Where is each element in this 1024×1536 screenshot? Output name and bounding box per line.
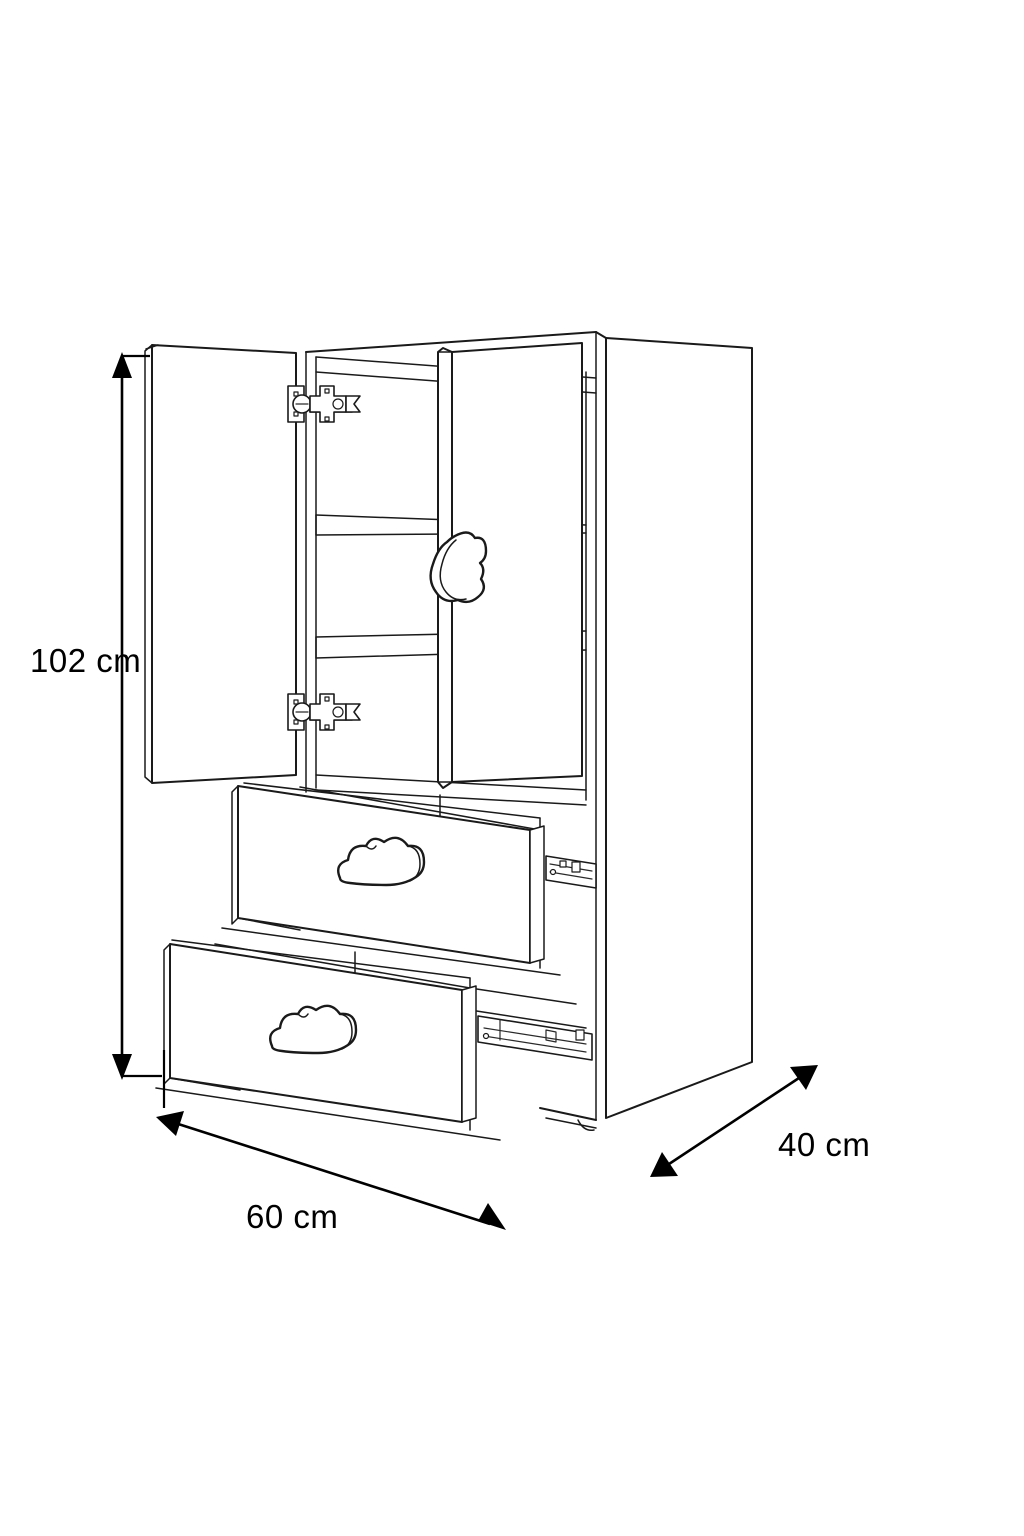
height-dimension-label: 102 cm <box>30 642 141 679</box>
width-dimension-label: 60 cm <box>246 1198 338 1235</box>
right-door-face[interactable] <box>451 342 583 783</box>
lower-hinge <box>287 693 361 731</box>
upper-hinge-base-hole-b <box>324 416 330 422</box>
upper-hinge <box>287 385 361 423</box>
upper-drawer[interactable] <box>221 782 597 976</box>
upper-hinge-plate-hole-a <box>293 391 299 397</box>
height-arrow-top <box>112 352 132 378</box>
depth-arrow-upper-right <box>790 1065 818 1090</box>
upper-drawer-slide <box>545 855 597 889</box>
cabinet-carcass <box>305 331 753 1132</box>
cloud-handle-icon[interactable] <box>337 836 426 887</box>
upper-drawer-bottom-line <box>237 917 301 931</box>
upper-slide-outer-rail <box>545 855 597 889</box>
cabinet-top-back-edge <box>595 331 607 339</box>
upper-drawer-box-back-top <box>243 782 541 819</box>
upper-drawer-base-shadow <box>221 927 561 976</box>
lower-slide-inner-line <box>483 1027 587 1045</box>
width-dimension-line <box>171 1120 491 1226</box>
cabinet-top-edge <box>305 331 597 353</box>
lower-slide-inner-line-2 <box>483 1035 587 1053</box>
lower-drawer-cloud-handle[interactable] <box>269 1004 358 1055</box>
cloud-handle-notch <box>365 845 377 850</box>
depth-dimension-line <box>665 1074 803 1168</box>
lower-hinge-plate-hole-a <box>293 699 299 705</box>
cloud-handle-icon[interactable] <box>429 531 488 604</box>
lower-slide-mount-hole <box>482 1032 490 1040</box>
upper-slide-inner-line-2 <box>549 871 593 880</box>
lower-drawer-box-back-top <box>171 939 471 979</box>
lower-hinge-tail <box>345 703 361 721</box>
cloud-handle-depth-line <box>439 539 467 601</box>
cloud-handle-depth-edge <box>407 845 421 882</box>
right-door-cloud-handle[interactable] <box>429 531 488 604</box>
depth-arrow-lower-left <box>650 1152 678 1177</box>
lower-drawer-box-top-rear <box>469 987 577 1005</box>
upper-slide-tab <box>559 860 567 868</box>
upper-hinge-tail <box>345 395 361 413</box>
upper-hinge-base-hole-a <box>324 388 330 394</box>
lower-hinge-base-hole-a <box>324 696 330 702</box>
upper-slide-inner-line <box>549 863 593 872</box>
upper-slide-detent <box>571 861 581 873</box>
left-door-top-nub <box>145 344 159 350</box>
upper-hinge-base-plate <box>309 385 347 423</box>
lower-drawer-bottom-line <box>169 1077 241 1091</box>
cloud-handle-notch <box>297 1013 309 1018</box>
height-arrow-bottom <box>112 1054 132 1080</box>
lower-slide-stop-tab <box>545 1029 557 1043</box>
lower-drawer-front-edge <box>461 985 477 1123</box>
right-side-panel <box>605 337 753 1119</box>
upper-drawer-front-left-bevel <box>231 785 239 925</box>
lower-drawer-slide <box>477 1015 593 1061</box>
depth-dimension-label: 40 cm <box>778 1126 870 1163</box>
lower-drawer-box-rear-edge <box>469 1009 587 1029</box>
left-door-panel[interactable] <box>151 344 297 784</box>
width-arrow-right <box>478 1203 506 1230</box>
upper-drawer-front-edge <box>529 825 545 964</box>
lower-slide-bracket <box>575 1029 585 1041</box>
upper-slide-mount-hole <box>549 868 557 876</box>
upper-drawer-cloud-handle[interactable] <box>337 836 426 887</box>
cabinet-base-front <box>539 1107 597 1121</box>
drawer-compartment-divider-2 <box>315 789 587 806</box>
dimension-depth: 40 cm <box>650 1065 870 1177</box>
lower-drawer-box-back-inner <box>214 943 471 989</box>
lower-hinge-base-hole-b <box>324 724 330 730</box>
lower-drawer-base-shadow <box>155 1087 501 1141</box>
cloud-handle-icon[interactable] <box>269 1004 358 1055</box>
left-door-thickness-edge <box>144 344 153 784</box>
upper-hinge-plate-hole-b <box>293 411 299 417</box>
lower-drawer-front-left-bevel <box>163 943 171 1085</box>
upper-hinge-adjust-screw <box>332 398 344 410</box>
cabinet-base-underline <box>545 1117 597 1129</box>
left-door[interactable] <box>144 344 297 784</box>
lower-hinge-plate-hole-b <box>293 719 299 725</box>
lower-hinge-base-plate <box>309 693 347 731</box>
dimension-height: 102 cm <box>30 352 162 1080</box>
width-arrow-left <box>156 1111 184 1136</box>
lower-hinge-adjust-screw <box>332 706 344 718</box>
cloud-handle-depth-edge <box>339 1013 353 1050</box>
lower-drawer[interactable] <box>155 939 593 1141</box>
upper-drawer-box-back-inner <box>299 786 541 831</box>
dimension-width: 60 cm <box>156 1050 506 1235</box>
cabinet-foot <box>577 1119 595 1132</box>
